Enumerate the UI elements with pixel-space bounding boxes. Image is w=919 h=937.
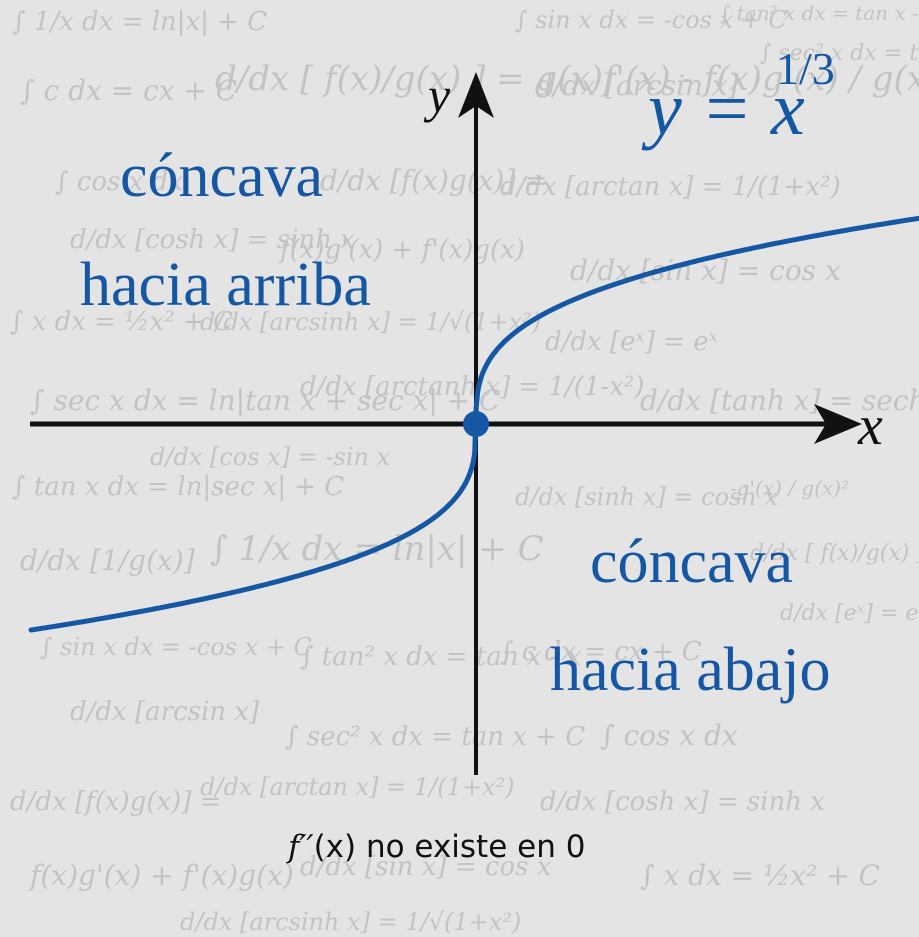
background-formula: d/dx [arcsin x]	[70, 697, 260, 727]
background-formula: d/dx [cosh x] = sinh x	[540, 787, 825, 817]
second-derivative-note: f′′(x) no existe en 0	[286, 829, 585, 865]
background-formula: d/dx [sin x] = cos x	[300, 852, 552, 882]
background-formula: d/dx [eˣ] = eˣ	[545, 327, 718, 357]
background-formula: ∫ tan² x dx = tan x - x	[720, 1, 919, 25]
background-formula: d/dx [cos x] = -sin x	[150, 443, 391, 471]
background-formula: d/dx [f(x)g(x)] =	[10, 787, 221, 817]
background-formula: d/dx [eˣ] = eˣ	[780, 601, 919, 626]
concave-down-label-line1: cóncava	[590, 528, 793, 596]
background-formula: d/dx [arcsinh x] = 1/√(1+x²)	[180, 908, 521, 936]
background-formula: d/dx [cosh x] = sinh x	[70, 225, 355, 255]
background-formula: -g'(x) / g(x)²	[730, 476, 849, 500]
background-formula: d/dx [arcsin x]	[535, 69, 739, 102]
y-axis-arrow-icon	[458, 72, 494, 118]
background-formula: d/dx [arctanh x] = 1/(1-x²)	[300, 372, 644, 402]
background-formula: d/dx [f(x)g(x)] =	[320, 164, 548, 197]
background-formula: d/dx [ f(x)/g(x) ] = g(x)f'(x) - f(x)g'(…	[215, 59, 919, 99]
concave-up-label-line2: hacia arriba	[80, 251, 371, 319]
note-text: (x) no existe en 0	[314, 829, 586, 865]
x-axis-label: x	[857, 395, 883, 457]
background-formula: ∫ sin x dx = -cos x + C	[40, 633, 312, 661]
background-formula: ∫ tan² x dx = tan x - x	[300, 642, 582, 672]
cube-root-curve	[28, 215, 919, 633]
y-axis-label: y	[423, 67, 451, 123]
x-axis-arrow-icon	[814, 404, 862, 444]
background-formula: ∫ x dx = ½x² + C	[640, 859, 880, 892]
background-formula: f(x)g'(x) + f'(x)g(x)	[278, 235, 525, 265]
background-formula: d/dx [arcsinh x] = 1/√(1+x²)	[200, 308, 541, 336]
function-label: y = x	[641, 67, 805, 151]
background-formula: d/dx [sinh x] = cosh x	[515, 483, 778, 511]
background-formula: ∫ x dx = ½x² + C	[10, 307, 233, 337]
background-formula: d/dx [ f(x)/g(x) ] = g(x)f'(x) - f(x)g'(…	[750, 541, 919, 566]
background-formula: f(x)g'(x) + f'(x)g(x)	[28, 859, 294, 892]
background-formula: d/dx [tanh x] = sech² x	[640, 384, 919, 417]
concave-up-label-line1: cóncava	[120, 142, 323, 210]
concave-down-label-line2: hacia abajo	[550, 636, 831, 704]
background-formula: ∫ cos x dx	[55, 167, 183, 197]
background-formula: ∫ tan x dx = ln|sec x| + C	[12, 472, 344, 502]
function-exponent: 1/3	[776, 43, 835, 94]
background-formula: ∫ c dx = cx + C	[20, 74, 237, 107]
background-formula: ∫ 1/x dx = ln|x| + C	[12, 7, 267, 37]
background-formula: ∫ sin x dx = -cos x + C	[515, 6, 787, 34]
inflection-point	[463, 411, 489, 437]
background-formula: d/dx [arctan x] = 1/(1+x²)	[200, 773, 514, 801]
background-formula: ∫ c dx = cx + C	[500, 637, 702, 667]
background-formula: ∫ cos x dx	[600, 719, 738, 752]
background-formula: d/dx [1/g(x)]	[20, 544, 195, 577]
note-f-double-prime: f′′	[286, 829, 314, 865]
background-formula: ∫ sec² x dx = tan x + C	[285, 722, 585, 752]
background-formula: ∫ sec² x dx = tan x + C	[760, 41, 919, 66]
background-formula: d/dx [arctan x] = 1/(1+x²)	[500, 172, 841, 202]
background-formula: ∫ sec x dx = ln|tan x + sec x| + C	[30, 384, 500, 417]
background-formulas: ∫ 1/x dx = ln|x| + C d/dx [ f(x)/g(x) ] =…	[10, 1, 919, 936]
